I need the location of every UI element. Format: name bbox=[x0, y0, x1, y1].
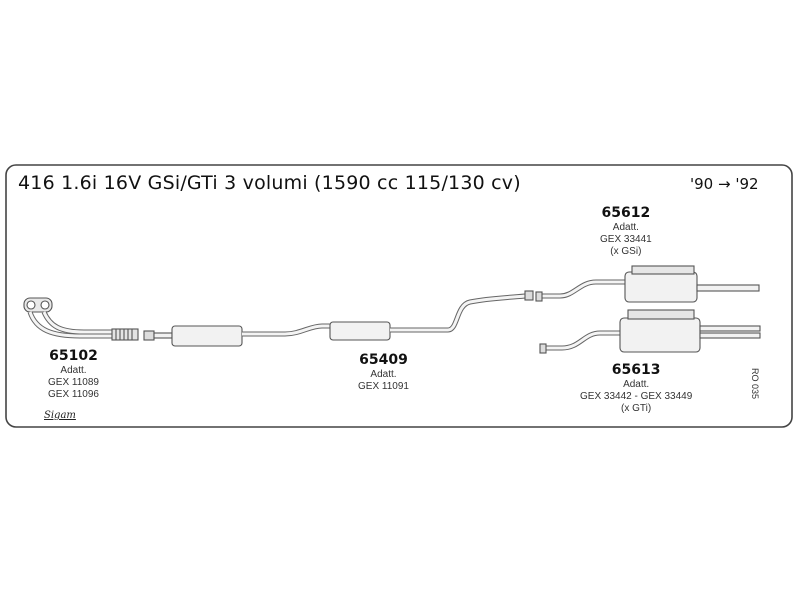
center-silencer-65409-b bbox=[329, 321, 391, 341]
part-label-65612: 65612 Adatt. GEX 33441 (x GSi) bbox=[600, 205, 652, 258]
part-label-65409: 65409 Adatt. GEX 11091 bbox=[358, 352, 409, 393]
part-note: Adatt. bbox=[60, 365, 87, 376]
vehicle-title: 416 1.6i 16V GSi/GTi 3 volumi (1590 cc 1… bbox=[18, 172, 521, 194]
part-note: (x GSi) bbox=[610, 246, 642, 257]
flex-joint-icon bbox=[111, 328, 139, 341]
part-note: (x GTi) bbox=[621, 403, 652, 414]
part-number: 65409 bbox=[359, 352, 408, 368]
front-pipe-flange-icon bbox=[23, 297, 53, 313]
part-note: GEX 33441 bbox=[600, 234, 652, 245]
drawing-code: RO 035 bbox=[750, 368, 760, 400]
part-note: GEX 11089 bbox=[48, 377, 99, 388]
brand-logo: Sigam bbox=[44, 410, 76, 421]
rear-silencer-65613 bbox=[619, 317, 701, 353]
part-number: 65613 bbox=[611, 362, 661, 378]
part-number: 65612 bbox=[601, 205, 651, 221]
part-note: GEX 33442 - GEX 33449 bbox=[580, 391, 693, 402]
part-label-65102: 65102 Adatt. GEX 11089 GEX 11096 bbox=[48, 348, 99, 401]
exhaust-system-drawing bbox=[23, 265, 761, 354]
part-note: Adatt. bbox=[370, 369, 397, 380]
model-years: '90 → '92 bbox=[690, 175, 759, 193]
part-label-65613: 65613 Adatt. GEX 33442 - GEX 33449 (x GT… bbox=[580, 362, 692, 415]
rear-silencer-65612 bbox=[624, 271, 698, 303]
frame-border bbox=[5, 164, 793, 428]
part-note: Adatt. bbox=[623, 379, 650, 390]
part-note: Adatt. bbox=[612, 222, 639, 233]
connector-clamp-icon bbox=[143, 330, 155, 341]
center-silencer-65409-a bbox=[171, 325, 243, 347]
part-note: GEX 11091 bbox=[358, 381, 409, 392]
rear-joint-clamp-icon bbox=[524, 290, 534, 301]
part-note: GEX 11096 bbox=[48, 389, 99, 400]
part-number: 65102 bbox=[49, 348, 98, 364]
